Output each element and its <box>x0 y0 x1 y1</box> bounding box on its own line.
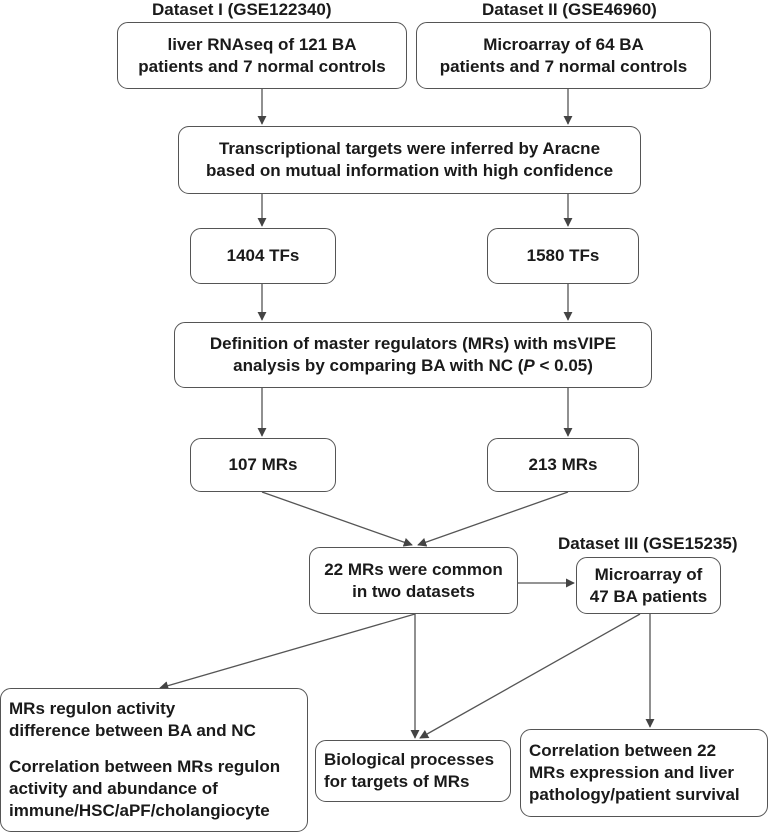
common-line-2: in two datasets <box>352 581 475 601</box>
mrs-107-label: 107 MRs <box>228 455 298 474</box>
mrs-107-box: 107 MRs <box>190 438 336 492</box>
dataset-3-label: Dataset III (GSE15235) <box>558 534 738 553</box>
regulon-line-5: immune/HSC/aPF/cholangiocyte <box>9 801 270 820</box>
regulon-line-4: activity and abundance of <box>9 779 218 798</box>
microarray47-line-1: Microarray of <box>594 564 703 584</box>
correlation-box: Correlation between 22 MRs expression an… <box>520 729 768 817</box>
bio-line-1: Biological processes <box>324 750 495 769</box>
microarray47-box: Microarray of 47 BA patients <box>576 557 721 614</box>
tfs-1580-box: 1580 TFs <box>487 228 639 284</box>
common-mrs-box: 22 MRs were common in two datasets <box>309 547 518 614</box>
arrow-microarray47-to-bio <box>419 613 641 739</box>
arrow-common-to-regulon <box>159 613 416 691</box>
corr-line-3: pathology/patient survival <box>529 785 740 804</box>
regulon-line-3: Correlation between MRs regulon <box>9 757 281 776</box>
msvipe-line-1: Definition of master regulators (MRs) wi… <box>209 334 617 353</box>
biological-processes-box: Biological processes for targets of MRs <box>315 740 511 802</box>
aracne-line-1: Transcriptional targets were inferred by… <box>218 139 601 158</box>
mrs-213-label: 213 MRs <box>528 455 598 474</box>
corr-line-2: MRs expression and liver <box>529 763 735 782</box>
microarray64-box: Microarray of 64 BA patients and 7 norma… <box>416 22 711 89</box>
aracne-box: Transcriptional targets were inferred by… <box>178 126 641 194</box>
bio-line-2: for targets of MRs <box>324 772 470 791</box>
arrow-mrs1-to-common <box>261 491 413 547</box>
aracne-line-2: based on mutual information with high co… <box>205 161 614 180</box>
msvipe-p-symbol: P <box>523 356 535 375</box>
common-line-1: 22 MRs were common <box>324 559 503 579</box>
corr-line-1: Correlation between 22 <box>529 741 717 760</box>
regulon-box: MRs regulon activity difference between … <box>0 688 308 832</box>
msvipe-line-2: analysis by comparing BA with NC (P < 0.… <box>233 355 593 377</box>
tfs-1580-label: 1580 TFs <box>526 246 600 265</box>
regulon-line-1: MRs regulon activity <box>9 699 176 718</box>
microarray64-line-2: patients and 7 normal controls <box>439 56 688 76</box>
msvipe-line-2-pre: analysis by comparing BA with NC ( <box>233 356 524 375</box>
tfs-1404-box: 1404 TFs <box>190 228 336 284</box>
tfs-1404-label: 1404 TFs <box>226 246 300 265</box>
rnaseq-box: liver RNAseq of 121 BA patients and 7 no… <box>117 22 407 89</box>
dataset-1-label: Dataset I (GSE122340) <box>152 0 332 19</box>
msvipe-box: Definition of master regulators (MRs) wi… <box>174 322 652 388</box>
dataset-2-label: Dataset II (GSE46960) <box>482 0 657 19</box>
rnaseq-line-2: patients and 7 normal controls <box>138 56 386 76</box>
rnaseq-line-1: liver RNAseq of 121 BA <box>167 34 357 54</box>
arrow-mrs2-to-common <box>417 491 569 547</box>
microarray64-line-1: Microarray of 64 BA <box>483 34 644 54</box>
mrs-213-box: 213 MRs <box>487 438 639 492</box>
msvipe-line-2-post: < 0.05) <box>534 356 593 375</box>
microarray47-line-2: 47 BA patients <box>589 586 708 606</box>
regulon-line-2: difference between BA and NC <box>9 721 256 740</box>
